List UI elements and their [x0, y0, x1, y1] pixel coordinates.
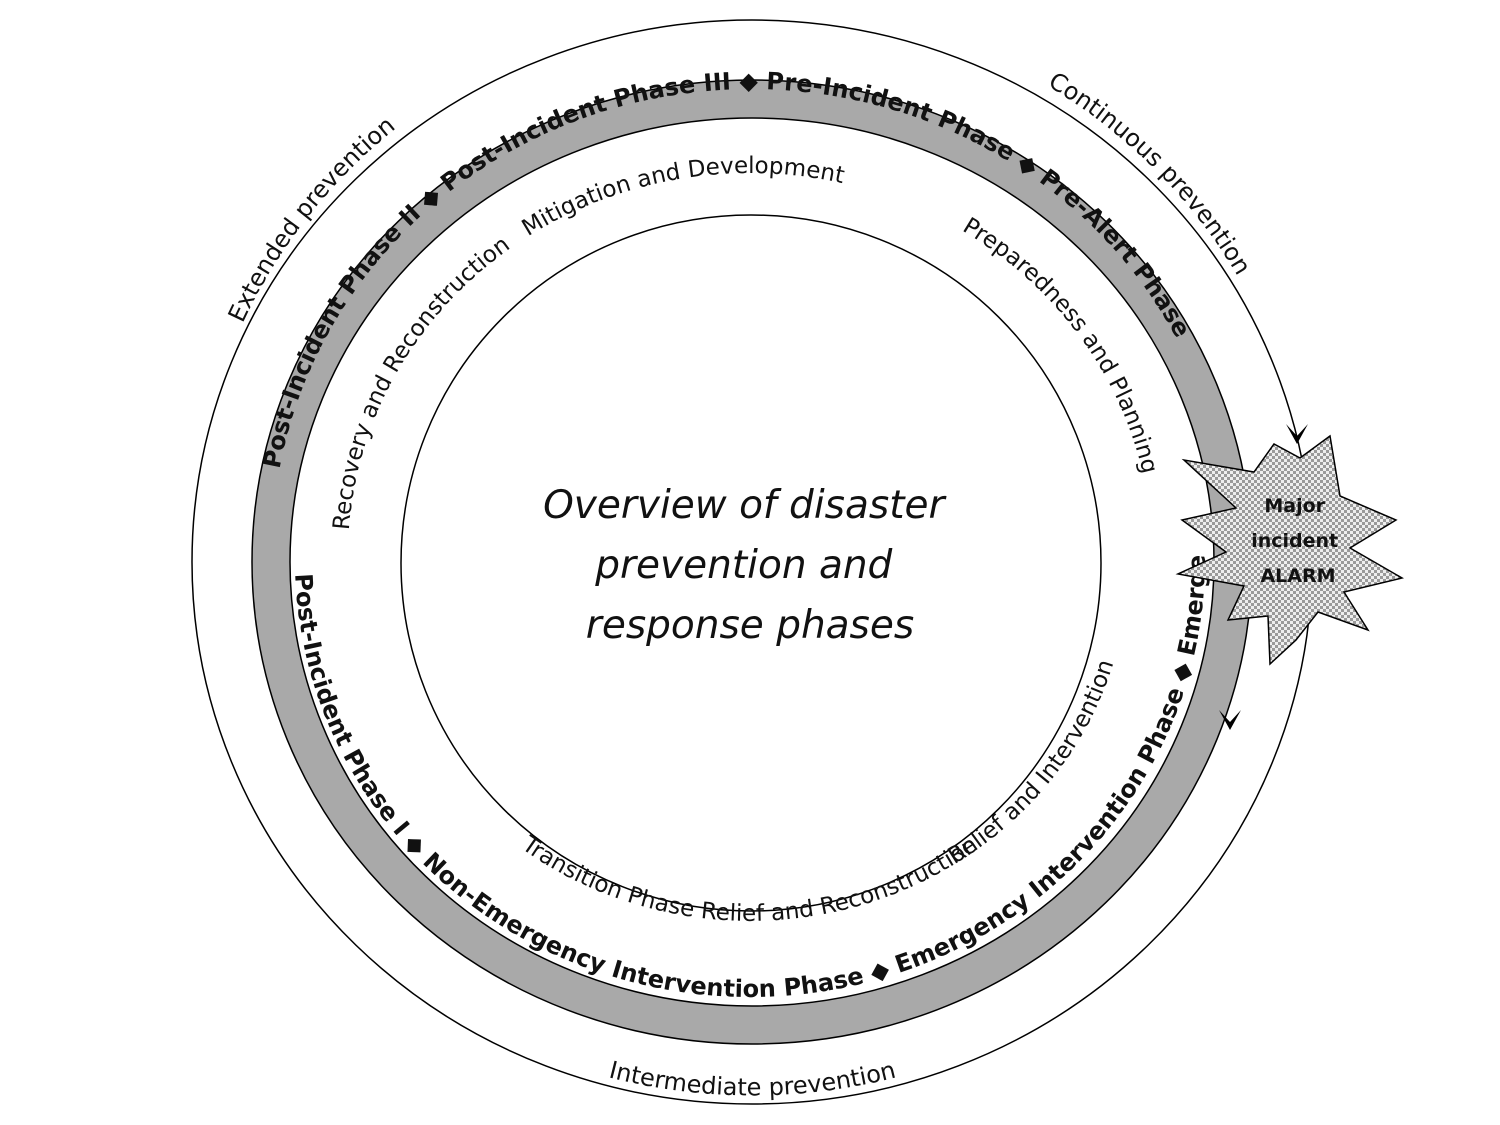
- alarm-starburst-icon: [1175, 434, 1405, 666]
- title-line-2: prevention and: [594, 543, 892, 588]
- diagram-title: Overview of disaster prevention and resp…: [543, 483, 957, 648]
- alarm-label: Major incident ALARM: [1251, 495, 1345, 587]
- title-line-3: response phases: [586, 603, 914, 648]
- arrow-down-icon: [1286, 424, 1308, 444]
- alarm-line-2: incident: [1251, 530, 1338, 552]
- inner-circle: [400, 214, 1102, 912]
- title-line-1: Overview of disaster: [543, 483, 947, 528]
- arrow-down-icon: [1219, 710, 1241, 730]
- alarm-line-3: ALARM: [1260, 565, 1335, 587]
- alarm-line-1: Major: [1264, 495, 1325, 517]
- phase-ring: [251, 79, 1253, 1045]
